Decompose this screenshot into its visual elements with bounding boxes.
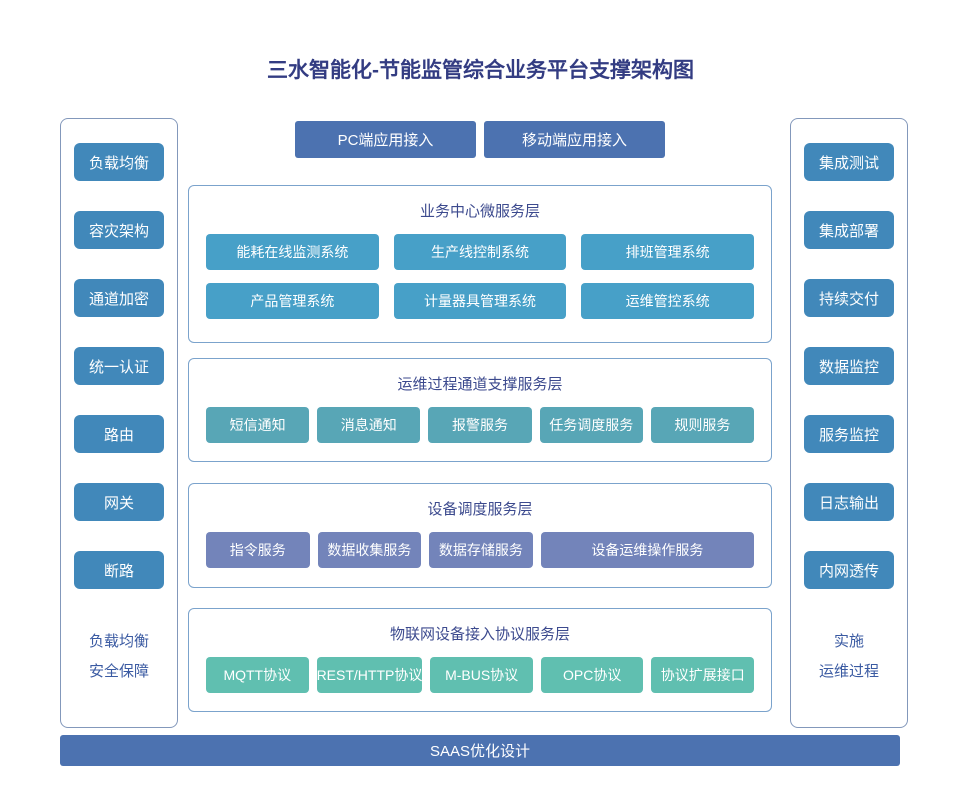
caption-line: 安全保障 — [88, 663, 149, 680]
right-sidebar-caption: 实施 运维过程 — [819, 627, 879, 687]
layer-device-scheduling: 设备调度服务层 指令服务 数据收集服务 数据存储服务 设备运维操作服务 — [188, 483, 772, 588]
node-channel-encryption: 通道加密 — [74, 279, 164, 317]
layer-node-row: 指令服务 数据收集服务 数据存储服务 设备运维操作服务 — [206, 532, 755, 568]
node-mqtt-protocol: MQTT协议 — [206, 657, 309, 693]
node-service-monitoring: 服务监控 — [804, 415, 894, 453]
node-intranet-passthrough: 内网透传 — [804, 551, 894, 589]
node-pc-access: PC端应用接入 — [295, 121, 476, 158]
right-sidebar: 集成测试 集成部署 持续交付 数据监控 服务监控 日志输出 内网透传 实施 运维… — [790, 118, 908, 728]
layer-node-row: 短信通知 消息通知 报警服务 任务调度服务 规则服务 — [206, 407, 755, 443]
node-energy-monitoring-system: 能耗在线监测系统 — [206, 234, 379, 270]
node-production-line-control-system: 生产线控制系统 — [393, 234, 567, 270]
layer-iot-protocol-access: 物联网设备接入协议服务层 MQTT协议 REST/HTTP协议 M-BUS协议 … — [188, 608, 772, 712]
left-sidebar: 负载均衡 容灾架构 通道加密 统一认证 路由 网关 断路 负载均衡 安全保障 — [60, 118, 178, 728]
node-integration-deploy: 集成部署 — [804, 211, 894, 249]
node-disaster-recovery: 容灾架构 — [74, 211, 164, 249]
layer-node-row: MQTT协议 REST/HTTP协议 M-BUS协议 OPC协议 协议扩展接口 — [206, 657, 755, 693]
node-mbus-protocol: M-BUS协议 — [430, 657, 533, 693]
node-rule-service: 规则服务 — [650, 407, 755, 443]
caption-line: 运维过程 — [818, 663, 879, 680]
node-load-balance: 负载均衡 — [74, 143, 164, 181]
node-message-notification: 消息通知 — [317, 407, 421, 443]
node-task-scheduling-service: 任务调度服务 — [539, 407, 643, 443]
layer-title: 设备调度服务层 — [427, 501, 533, 518]
node-protocol-extension-interface: 协议扩展接口 — [651, 657, 755, 693]
layer-node-grid: 能耗在线监测系统 生产线控制系统 排班管理系统 产品管理系统 计量器具管理系统 … — [206, 234, 754, 319]
node-log-output: 日志输出 — [804, 483, 894, 521]
node-sms-notification: 短信通知 — [206, 407, 310, 443]
node-data-storage-service: 数据存储服务 — [429, 532, 533, 568]
page-title: 三水智能化-节能监管综合业务平台支撑架构图 — [267, 59, 694, 82]
node-gateway: 网关 — [74, 483, 164, 521]
app-access-row: PC端应用接入 移动端应用接入 — [188, 121, 772, 158]
node-metering-instrument-system: 计量器具管理系统 — [393, 283, 567, 319]
node-unified-auth: 统一认证 — [74, 347, 164, 385]
left-sidebar-caption: 负载均衡 安全保障 — [89, 627, 149, 687]
node-device-ops-operation-service: 设备运维操作服务 — [540, 532, 755, 568]
node-data-collection-service: 数据收集服务 — [317, 532, 422, 568]
node-continuous-delivery: 持续交付 — [804, 279, 894, 317]
main-column: 业务中心微服务层 能耗在线监测系统 生产线控制系统 排班管理系统 产品管理系统 … — [188, 185, 772, 712]
node-mobile-access: 移动端应用接入 — [484, 121, 665, 158]
layer-ops-channel-support: 运维过程通道支撑服务层 短信通知 消息通知 报警服务 任务调度服务 规则服务 — [188, 358, 772, 462]
layer-title: 物联网设备接入协议服务层 — [389, 626, 570, 643]
node-product-management-system: 产品管理系统 — [206, 283, 379, 319]
node-rest-http-protocol: REST/HTTP协议 — [316, 657, 423, 693]
node-integration-test: 集成测试 — [804, 143, 894, 181]
layer-business-microservices: 业务中心微服务层 能耗在线监测系统 生产线控制系统 排班管理系统 产品管理系统 … — [188, 185, 772, 343]
node-routing: 路由 — [74, 415, 164, 453]
saas-optimization-bar: SAAS优化设计 — [60, 735, 900, 766]
caption-line: 实施 — [833, 633, 864, 650]
node-shift-management-system: 排班管理系统 — [581, 234, 754, 270]
layer-title: 运维过程通道支撑服务层 — [397, 376, 563, 393]
node-command-service: 指令服务 — [206, 532, 310, 568]
node-opc-protocol: OPC协议 — [540, 657, 644, 693]
node-data-monitoring: 数据监控 — [804, 347, 894, 385]
node-alarm-service: 报警服务 — [428, 407, 532, 443]
node-ops-control-system: 运维管控系统 — [581, 283, 754, 319]
layer-title: 业务中心微服务层 — [419, 203, 540, 220]
node-circuit-break: 断路 — [74, 551, 164, 589]
caption-line: 负载均衡 — [88, 633, 149, 650]
